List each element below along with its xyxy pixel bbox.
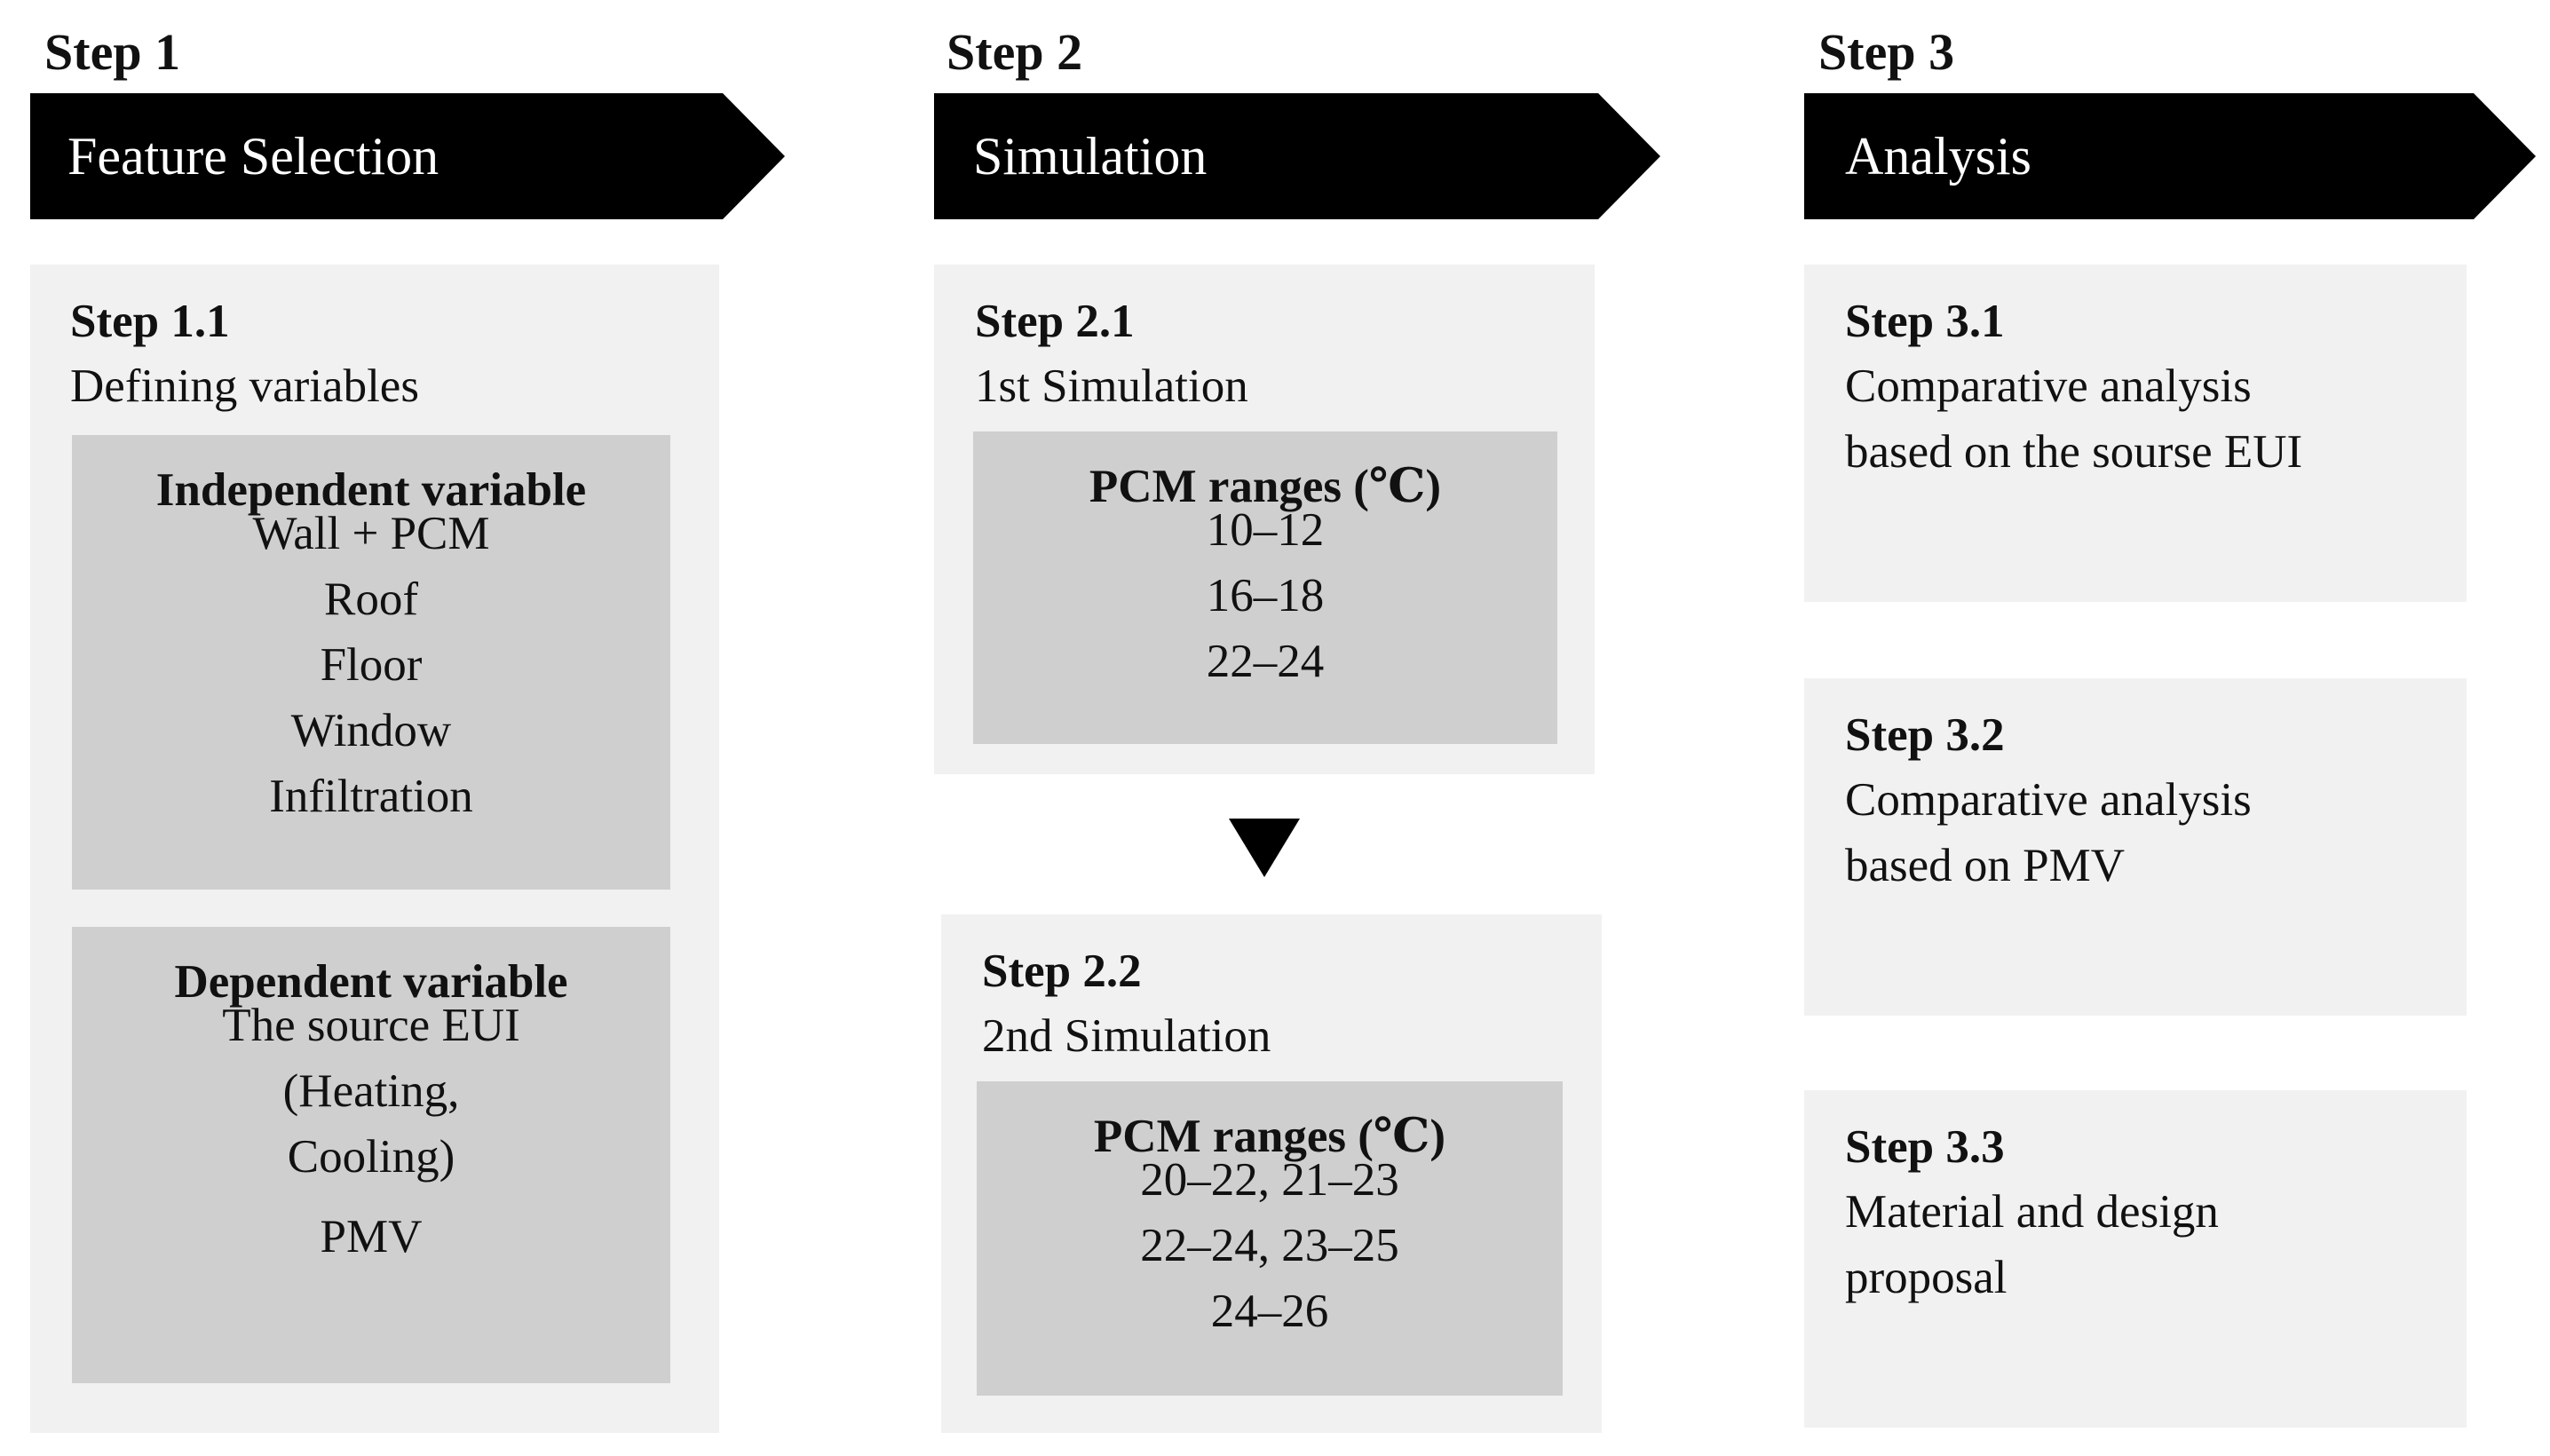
step1-banner-label: Feature Selection	[67, 127, 440, 186]
step3-3-desc: Material and design proposal	[1845, 1179, 2219, 1310]
step1-1-title: Step 1.1	[70, 296, 230, 347]
dependent-variable-heading: Dependent variable	[174, 956, 568, 1008]
pcm-ranges-heading-2: PCM ranges (℃)	[1093, 1111, 1446, 1162]
pcm-range-item: 24–26	[1210, 1286, 1329, 1337]
step3-1-desc-line: Comparative analysis	[1845, 360, 2252, 412]
step3-title: Step 3	[1818, 23, 1955, 81]
step3-2-title: Step 3.2	[1845, 709, 2005, 761]
pcm-range-item: 20–22, 21–23	[1140, 1154, 1399, 1206]
independent-variable-heading: Independent variable	[155, 464, 587, 516]
step3-1-panel: Step 3.1 Comparative analysis based on t…	[1804, 265, 2467, 602]
step3-1-desc: Comparative analysis based on the sourse…	[1845, 353, 2302, 485]
step3-3-title: Step 3.3	[1845, 1121, 2005, 1173]
step2-1-panel: Step 2.1 1st Simulation PCM ranges (℃) 1…	[934, 265, 1595, 774]
step1-1-panel: Step 1.1 Defining variables Independent …	[30, 265, 719, 1433]
step2-2-panel: Step 2.2 2nd Simulation PCM ranges (℃) 2…	[941, 914, 1602, 1433]
dependent-variable-item: Cooling)	[287, 1131, 455, 1183]
step3-3-desc-line: Material and design	[1845, 1186, 2219, 1238]
independent-variable-box: Independent variable Wall + PCM Roof Flo…	[72, 435, 670, 890]
step1-title: Step 1	[44, 23, 181, 81]
step3-2-desc-line: based on PMV	[1845, 840, 2126, 891]
dependent-variable-box: Dependent variable The source EUI (Heati…	[72, 927, 670, 1383]
pcm-ranges-list-2: 20–22, 21–23 22–24, 23–25 24–26	[977, 1147, 1563, 1344]
step3-2-panel: Step 3.2 Comparative analysis based on P…	[1804, 678, 2467, 1016]
pcm-range-item: 22–24	[1206, 636, 1325, 687]
step2-banner-label: Simulation	[973, 127, 1208, 186]
pcm-range-item: 16–18	[1206, 570, 1325, 621]
independent-variable-item: Floor	[320, 639, 423, 691]
step2-1-title: Step 2.1	[975, 296, 1135, 347]
independent-variable-list: Wall + PCM Roof Floor Window Infiltratio…	[72, 501, 670, 829]
step3-1-desc-line: based on the sourse EUI	[1845, 426, 2303, 478]
step3-3-desc-line: proposal	[1845, 1252, 2008, 1303]
dependent-variable-list: The source EUI (Heating, Cooling) PMV	[72, 993, 670, 1270]
pcm-ranges-box-2: PCM ranges (℃) 20–22, 21–23 22–24, 23–25…	[977, 1081, 1563, 1396]
step2-banner: Simulation	[934, 93, 1660, 219]
pcm-ranges-heading-1: PCM ranges (℃)	[1089, 461, 1442, 512]
step3-banner-label: Analysis	[1845, 127, 2031, 186]
pcm-range-item: 22–24, 23–25	[1140, 1220, 1399, 1271]
step3-banner: Analysis	[1804, 93, 2536, 219]
step3-2-desc-line: Comparative analysis	[1845, 774, 2252, 826]
step2-2-desc: 2nd Simulation	[982, 1010, 1271, 1062]
step2-title: Step 2	[946, 23, 1083, 81]
step1-banner: Feature Selection	[30, 93, 785, 219]
step3-3-panel: Step 3.3 Material and design proposal	[1804, 1090, 2467, 1428]
step2-2-title: Step 2.2	[982, 946, 1142, 997]
pcm-range-item: 10–12	[1206, 504, 1325, 556]
independent-variable-item: Window	[290, 705, 452, 756]
step3-1-title: Step 3.1	[1845, 296, 2005, 347]
pcm-ranges-box-1: PCM ranges (℃) 10–12 16–18 22–24	[973, 431, 1557, 744]
dependent-variable-item: PMV	[320, 1211, 423, 1262]
pcm-ranges-list-1: 10–12 16–18 22–24	[973, 497, 1557, 694]
independent-variable-item: Infiltration	[269, 771, 473, 822]
step2-1-desc: 1st Simulation	[975, 360, 1248, 412]
independent-variable-item: Wall + PCM	[252, 508, 490, 559]
independent-variable-item: Roof	[324, 574, 418, 625]
dependent-variable-item: (Heating,	[282, 1065, 460, 1117]
step1-1-desc: Defining variables	[70, 360, 419, 412]
step3-2-desc: Comparative analysis based on PMV	[1845, 767, 2252, 898]
down-arrow-icon	[1229, 819, 1300, 877]
dependent-variable-item: The source EUI	[222, 1000, 520, 1051]
